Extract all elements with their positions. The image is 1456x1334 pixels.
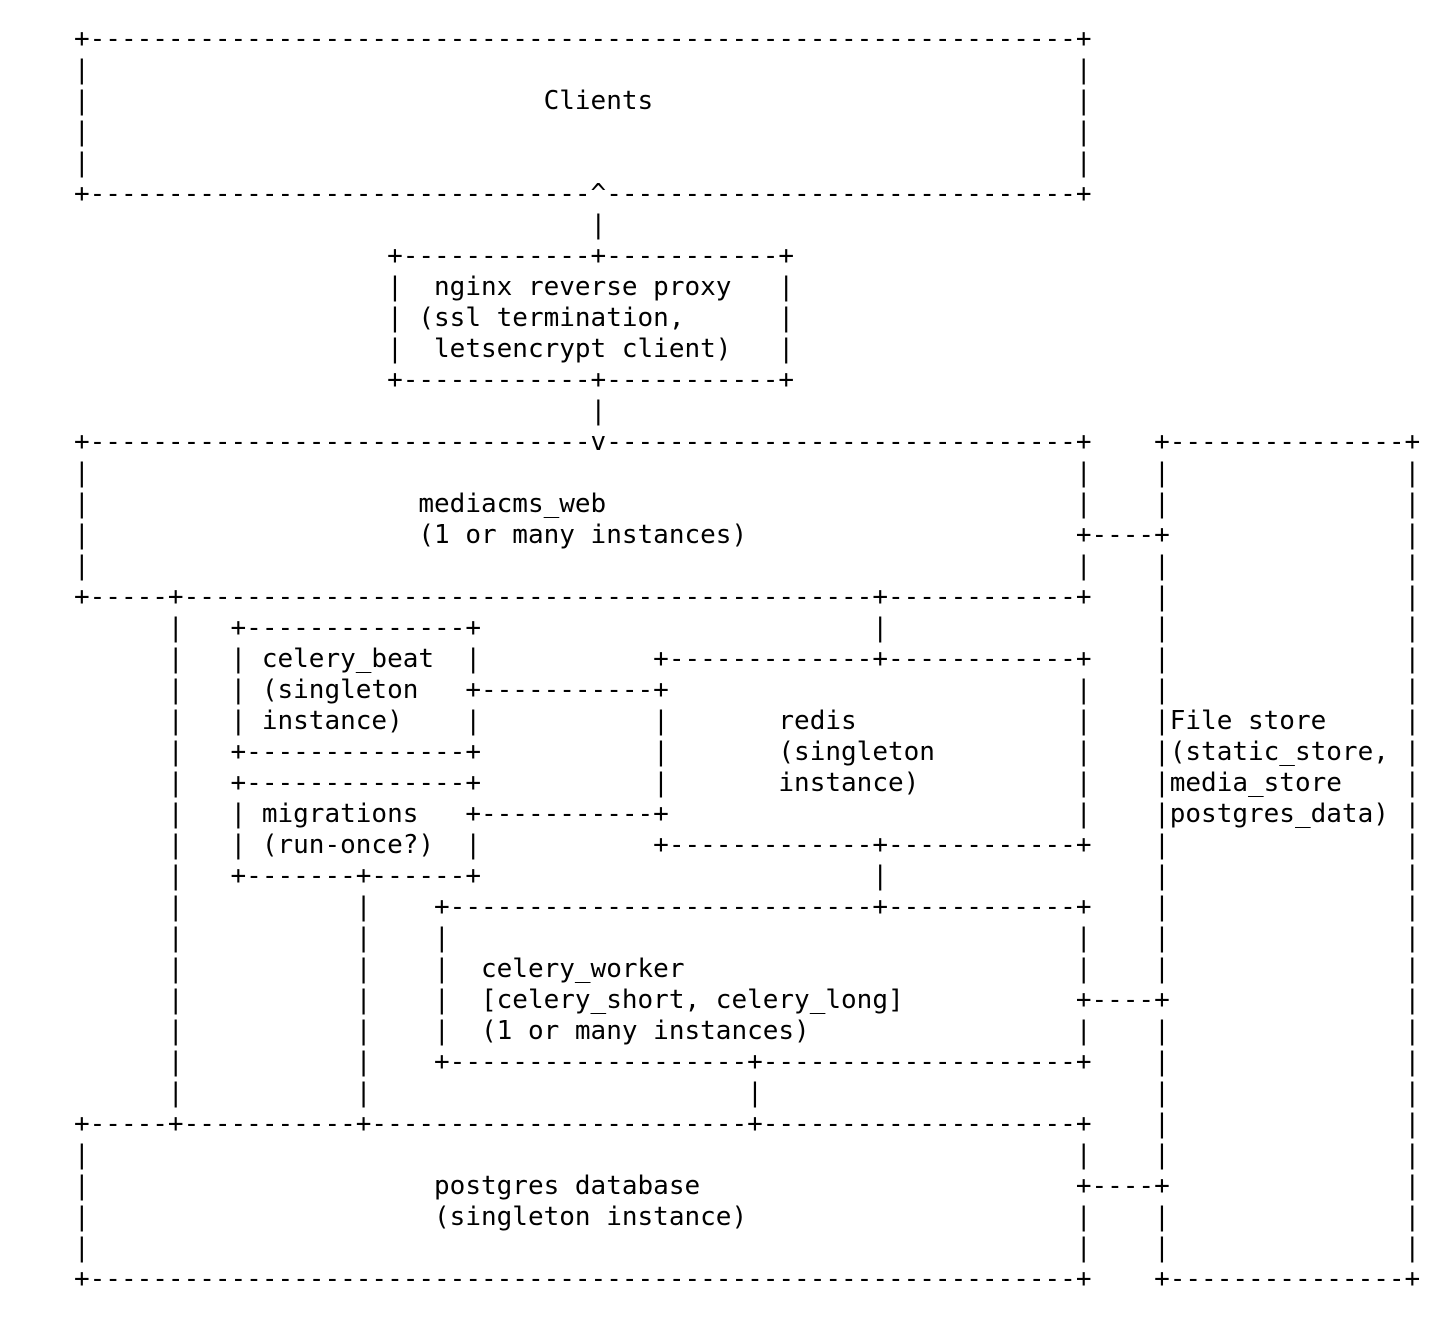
ascii-architecture-diagram: +---------------------------------------… — [74, 24, 1421, 1294]
